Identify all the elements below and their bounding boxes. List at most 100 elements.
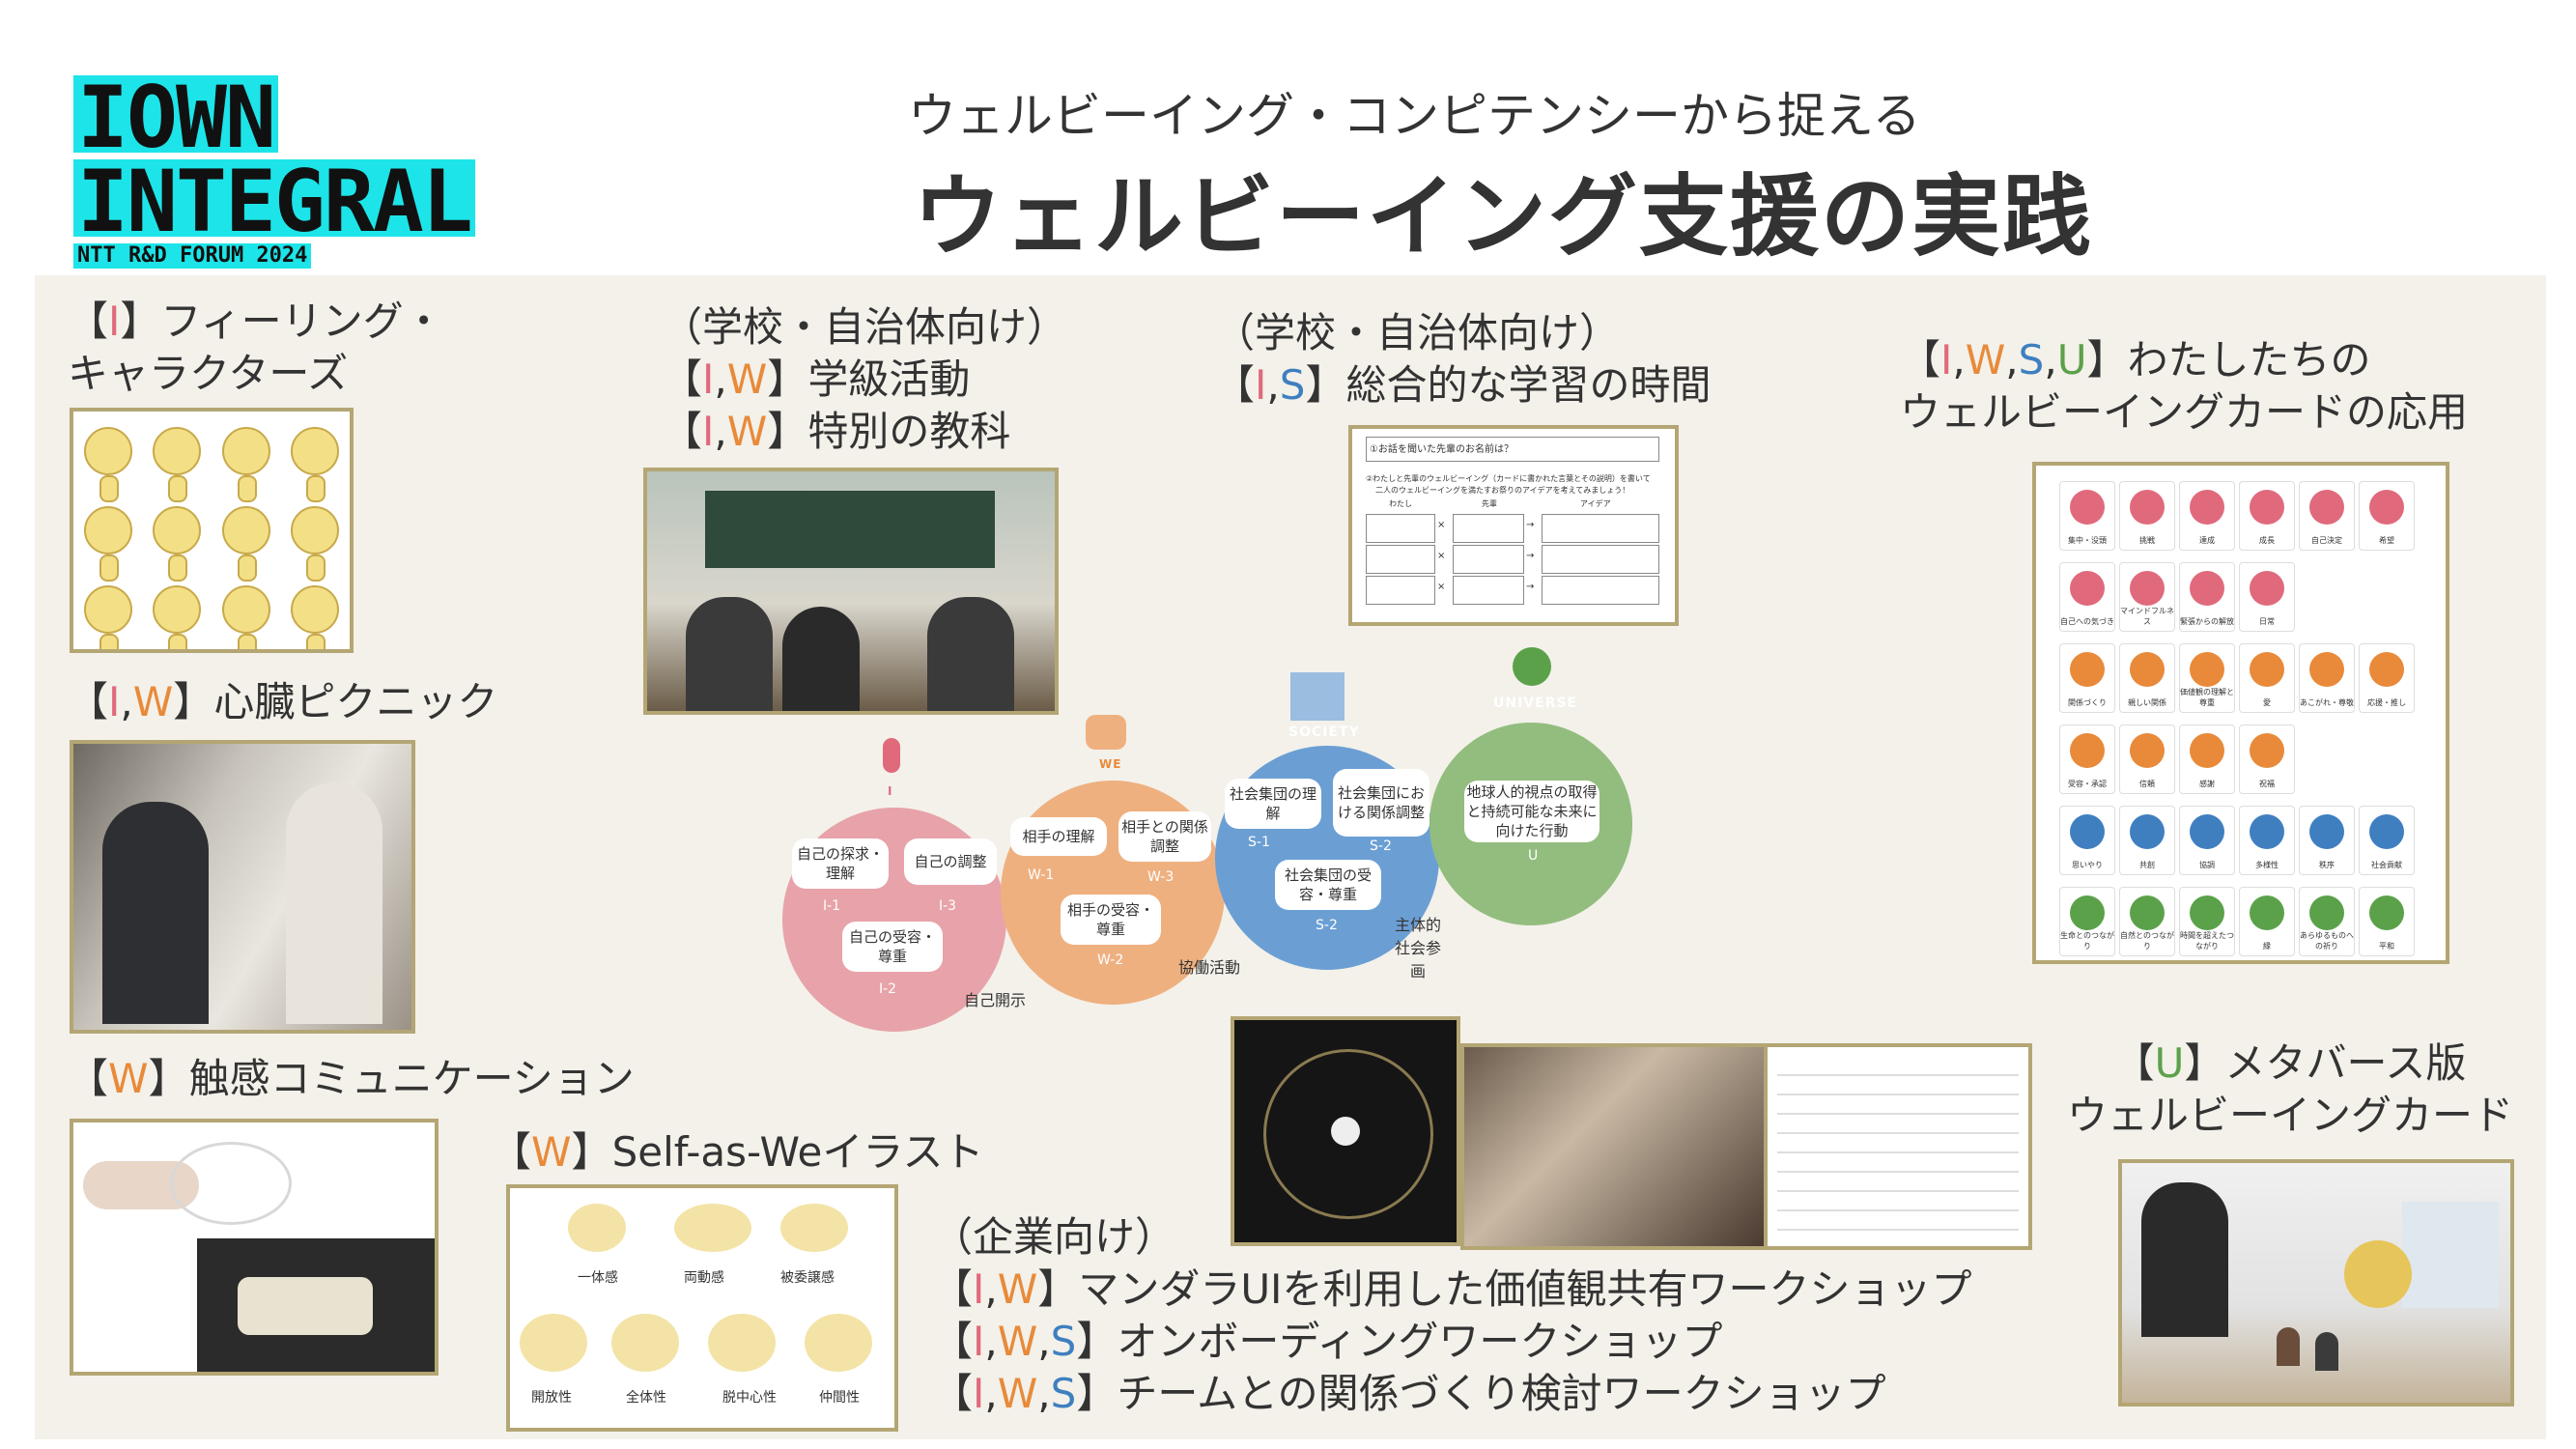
diagram-box-w2: 相手の受容・尊重 [1061,895,1161,945]
card-symbol-icon [2250,490,2284,525]
heart-picnic-photo [70,740,415,1034]
character-face-icon [291,585,340,649]
company-workshops-label: （企業向け） 【I,W】マンダラUIを利用した価値観共有ワークショップ 【I,W… [932,1213,1972,1417]
card-label: 価値観の理解と尊重 [2180,688,2234,707]
card-symbol-icon [2250,895,2284,930]
times-icon: × [1437,520,1446,530]
diagram-label-i: I [888,784,893,798]
wellbeing-cards-label: 【I,W,S,U】わたしたちの ウェルビーイングカードの応用 [1900,336,2469,436]
logo-forum: NTT R&D FORUM 2024 [73,243,312,269]
wellbeing-card: 応援・推し [2359,643,2415,713]
feeling-character [212,491,281,582]
worksheet-field [1542,576,1659,605]
wellbeing-card: 価値観の理解と尊重 [2179,643,2235,713]
card-symbol-icon [2190,814,2224,849]
card-label: 希望 [2379,536,2394,545]
worksheet-field [1366,576,1435,605]
diagram-label-society: SOCIETY [1288,724,1360,740]
illustration-caption: 被委譲感 [780,1270,835,1286]
card-label: 応援・推し [2367,698,2406,707]
integrated-study-label: （学校・自治体向け） 【I,S】総合的な学習の時間 [1214,309,1712,409]
wellbeing-card: 秩序 [2299,806,2355,875]
touch-communication-image [70,1119,439,1376]
diagram-box-i1: 自己の探求・理解 [792,838,889,889]
mandala-center [1331,1117,1360,1146]
workshop-photo-collage [1460,1043,1768,1250]
card-label: 多様性 [2255,861,2279,869]
card-label: 成長 [2259,536,2275,545]
card-symbol-icon [2309,652,2344,687]
card-label: 挑戦 [2139,536,2155,545]
diagram-label-we: WE [1099,757,1122,771]
wellbeing-card: 受容・承認 [2059,724,2115,794]
card-symbol-icon [2250,814,2284,849]
student-silhouette [927,597,1014,711]
card-label: 信頼 [2139,780,2155,788]
group-icon [1086,715,1126,750]
character-face-icon [291,506,340,582]
worksheet-image: ①お話を聞いた先輩のお名前は？ ②わたしと先輩のウェルビーイング（カードに書かれ… [1348,425,1679,626]
card-symbol-icon [2130,733,2165,768]
character-face-icon [153,427,202,502]
feeling-character [73,491,143,582]
self-as-we-illustration: 一体感 両動感 被委譲感 開放性 全体性 脱中心性 仲間性 [506,1184,898,1432]
feeling-character [73,570,143,649]
worksheet-field [1453,576,1524,605]
card-label: 親しい関係 [2128,698,2166,707]
illustration-mark [708,1314,776,1372]
cable-shape [170,1142,292,1225]
diagram-code-w3: W-3 [1147,869,1175,885]
diagram-box-w1: 相手の理解 [1010,817,1107,856]
blackboard [705,491,995,568]
diagram-code-s2: S-2 [1316,918,1338,933]
person-silhouette [102,802,209,1024]
globe-icon [1513,647,1551,686]
diagram-code-u: U [1528,848,1539,864]
wellbeing-card: 自己決定 [2299,481,2355,551]
wellbeing-card: 親しい関係 [2119,643,2175,713]
card-symbol-icon [2130,895,2165,930]
card-label: 秩序 [2319,861,2335,869]
avatar-mini [2277,1327,2300,1366]
diagram-code-w1: W-1 [1028,867,1055,883]
worksheet-lines [1777,1057,2019,1236]
arrow-right-icon: → [1526,582,1535,592]
character-face-icon [153,585,202,649]
wellbeing-card: 生命とのつながり [2059,887,2115,956]
arrow-label-self-disclosure: 自己開示 [964,991,1027,1009]
character-face-icon [291,427,340,502]
card-label: 自己決定 [2311,536,2342,545]
feeling-character [212,412,281,502]
diagram-code-i1: I-1 [823,898,841,914]
card-label: 社会貢献 [2371,861,2402,869]
card-symbol-icon [2190,652,2224,687]
feeling-character [281,570,351,649]
card-label: 愛 [2263,698,2271,707]
wellbeing-card: 希望 [2359,481,2415,551]
page-title: ウェルビーイング支援の実践 [913,165,2094,269]
card-label: マインドフルネス [2120,607,2174,626]
wellbeing-card: 祝福 [2239,724,2295,794]
diagram-code-w2: W-2 [1097,952,1124,968]
feeling-character [212,570,281,649]
diagram-label-universe: UNIVERSE [1493,696,1578,711]
wellbeing-card: 共創 [2119,806,2175,875]
card-label: 集中・没頭 [2068,536,2107,545]
card-label: 自然とのつながり [2120,931,2174,951]
card-symbol-icon [2190,490,2224,525]
card-symbol-icon [2070,490,2105,525]
touch-communication-label: 【W】触感コミュニケーション [68,1055,635,1102]
building-icon [1290,672,1345,721]
student-silhouette [782,607,860,711]
student-silhouette [686,597,773,711]
feeling-character [143,570,212,649]
avatar-person [2141,1182,2228,1337]
competency-diagram: I 自己の探求・理解 I-1 自己の調整 I-3 自己の受容・尊重 I-2 自己… [753,647,1719,1043]
card-symbol-icon [2190,895,2224,930]
metaverse-label: 【U】メタバース版 ウェルビーイングカード [2067,1039,2514,1139]
person-silhouette [286,782,382,1024]
times-icon: × [1437,582,1446,592]
wellbeing-card: 信頼 [2119,724,2175,794]
page-subtitle: ウェルビーイング・コンピテンシーから捉える [908,88,1921,144]
illustration-caption: 仲間性 [819,1390,860,1406]
